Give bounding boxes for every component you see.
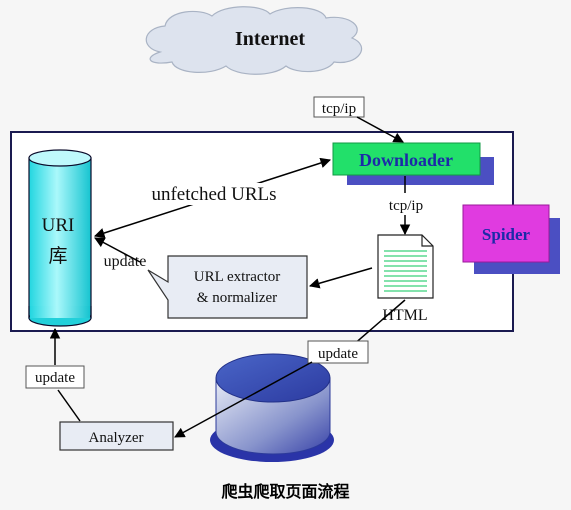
tcpip-top-arrow [356, 116, 404, 143]
spider-label: Spider [482, 225, 531, 244]
analyzer-label: Analyzer [89, 430, 144, 446]
analyzer-box [59, 421, 174, 451]
html-label: HTML [382, 307, 427, 324]
edge-tcpip-top: tcp/ip [313, 96, 404, 143]
html-document: HTML [377, 234, 434, 324]
db-to-analyzer-arrow [174, 361, 313, 438]
url-extractor-line1: URL extractor [194, 269, 281, 285]
update-left-label: update [35, 370, 75, 386]
tcpip-top-box [313, 96, 365, 118]
unfetched-urls-label: unfetched URLs [151, 184, 276, 205]
tcpip-top-label: tcp/ip [322, 101, 356, 117]
figure-caption: 爬虫爬取页面流程 [221, 482, 350, 501]
update-uri-arrow [94, 237, 141, 263]
database-cylinder [210, 353, 334, 462]
internet-cloud: Internet [145, 6, 363, 75]
url-extractor-node: URL extractor & normalizer [147, 255, 308, 319]
uri-label-line1: URI [42, 215, 75, 236]
update-db-label: update [318, 346, 358, 362]
downloader-label: Downloader [359, 150, 453, 170]
spider-box [462, 204, 550, 263]
uri-store-cylinder: URI 库 [28, 149, 92, 327]
update-left-box [25, 365, 85, 389]
uri-label-line2: 库 [48, 245, 67, 267]
unfetched-urls-bg [147, 183, 281, 205]
downloader-box [332, 142, 481, 176]
spider-node: Spider [462, 204, 560, 274]
downloader-node: Downloader [332, 142, 494, 185]
tcpip-mid-label: tcp/ip [389, 198, 423, 214]
update-db-box [307, 340, 369, 364]
html-to-extractor-arrow [308, 267, 373, 289]
crawler-flow-diagram: Internet tcp/ip Downloader tcp/ip HT [10, 6, 560, 462]
internet-label: Internet [235, 28, 305, 50]
analyzer-to-update-line [57, 389, 81, 422]
url-extractor-line2: & normalizer [197, 290, 277, 306]
update-uri-label: update [104, 253, 147, 270]
